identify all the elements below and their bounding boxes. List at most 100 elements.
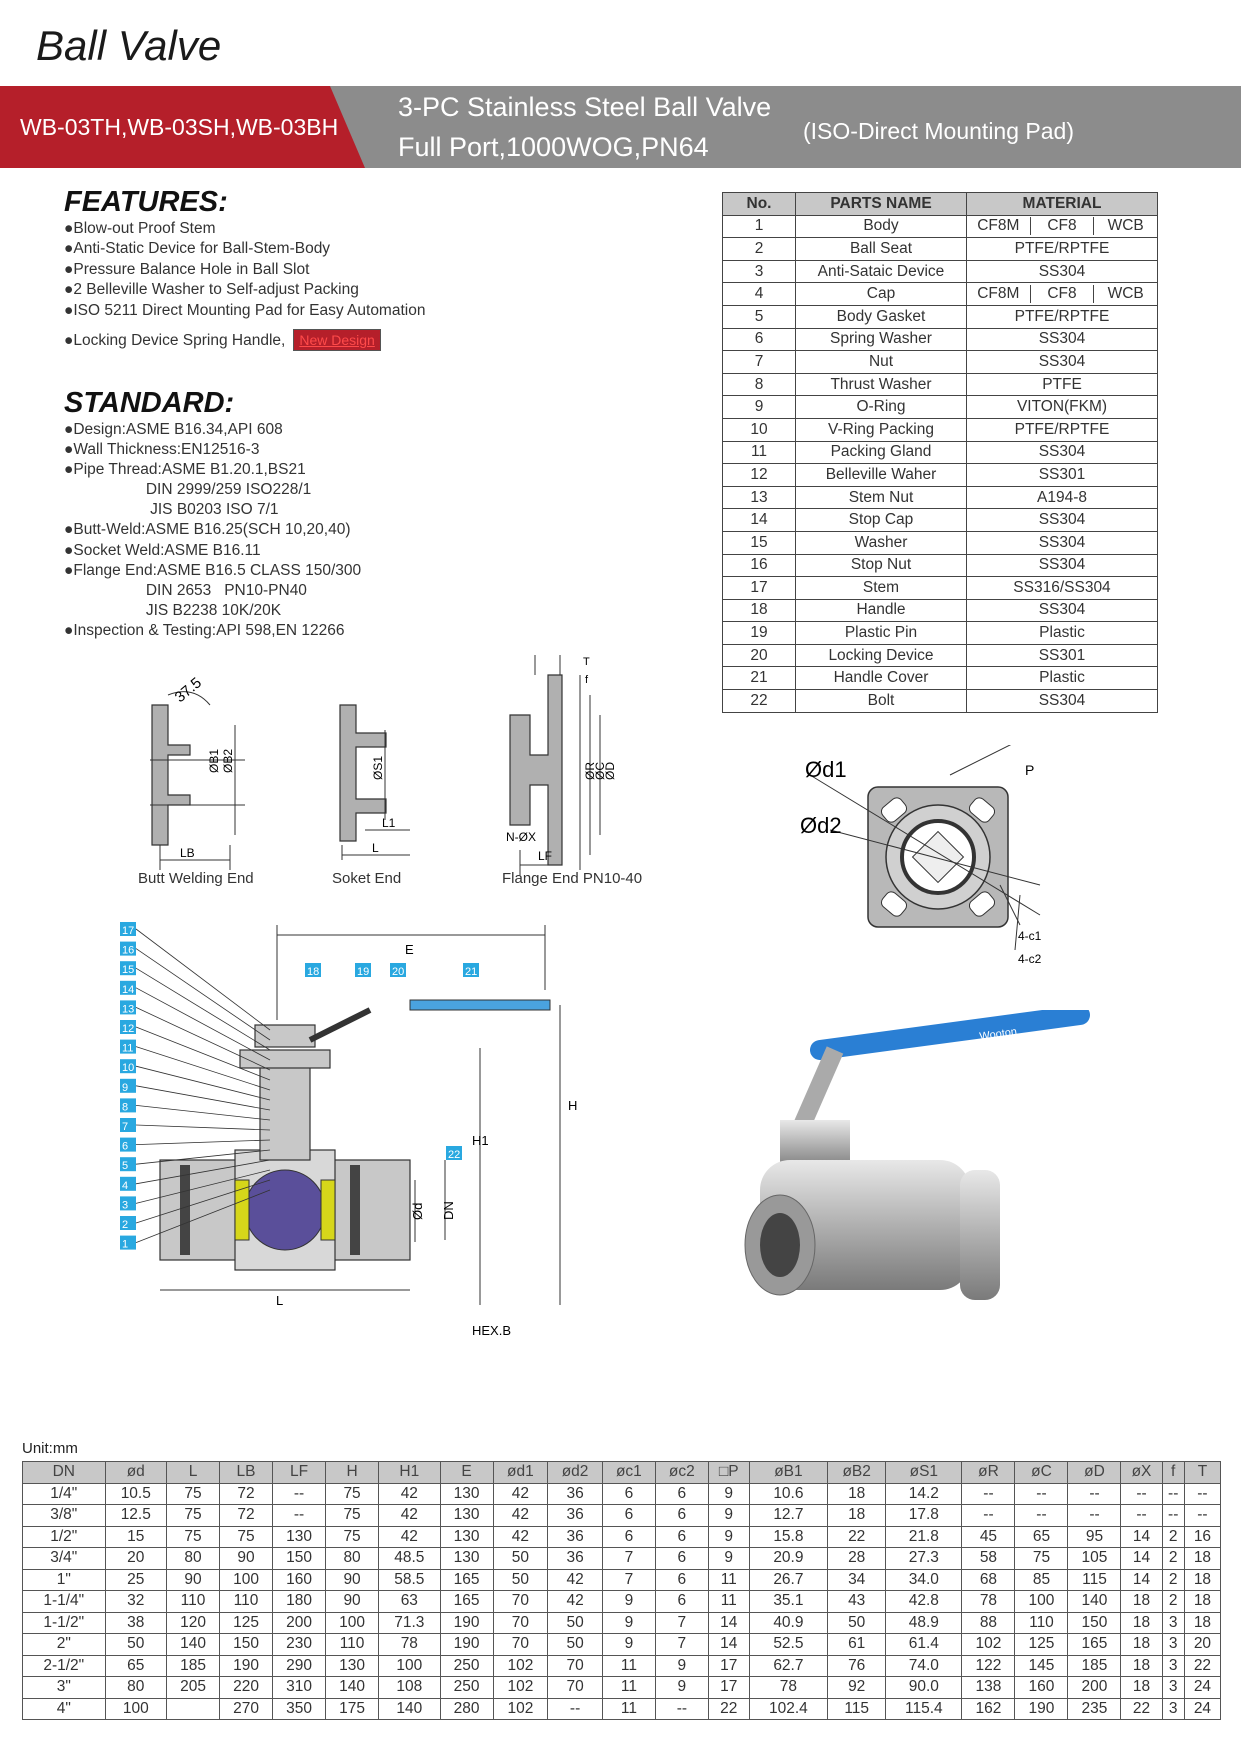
dimension-cell: 200 [1067,1676,1122,1699]
dimension-cell: 42 [492,1482,549,1505]
standard-item: ●Socket Weld:ASME B16.11 [64,541,261,559]
dimension-cell: 130 [439,1482,494,1505]
material-value: PTFE/RPTFE [1014,307,1110,325]
dimension-cell: 1-1/4" [22,1590,106,1613]
d1-label: Ød1 [805,757,847,782]
standard-item: ●Butt-Weld:ASME B16.25(SCH 10,20,40) [64,521,351,539]
standard-item: ●Wall Thickness:EN12516-3 [64,441,260,459]
part-no: 7 [722,350,796,374]
dimension-cell: 165 [1067,1633,1122,1656]
dimension-cell: 42 [378,1482,441,1505]
dimension-cell: 18 [1120,1654,1163,1677]
part-name: Belleville Waher [795,463,967,487]
dimension-cell: 75 [166,1482,221,1505]
part-material: SS304 [966,598,1158,623]
part-name: O-Ring [795,395,967,419]
part-material: Plastic [966,621,1158,645]
parts-header-row: No. PARTS NAME MATERIAL [722,192,1158,216]
dimension-cell: 70 [492,1590,549,1613]
product-note: (ISO-Direct Mounting Pad) [803,118,1074,144]
callout-box [120,961,136,976]
callout-number: 21 [465,966,477,978]
dimension-cell: 36 [547,1482,603,1505]
dimension-cell: 43 [827,1590,887,1613]
dimension-cell: 100 [104,1697,168,1720]
product-photo: Wooton [744,1010,1090,1300]
dimension-cell: 140 [1067,1590,1122,1613]
dimension-cell: 58 [961,1547,1016,1570]
callout-number: 6 [122,1141,128,1153]
dimension-cell: 9 [601,1633,656,1656]
callout-number: 11 [122,1043,133,1055]
dimension-cell: 42 [547,1590,603,1613]
part-material: PTFE/RPTFE [966,304,1158,329]
angle-label: 37.5 [172,674,205,706]
dimension-cell: 45 [961,1525,1016,1548]
dimension-cell: -- [1183,1504,1222,1527]
dimension-cell: 36 [547,1504,603,1527]
material-value: SS301 [1038,646,1086,664]
dimension-cell: 1/4" [22,1482,106,1505]
callout-box [120,1098,136,1113]
callout-box [120,1235,136,1250]
dimension-cell: -- [961,1482,1016,1505]
dimension-cell: 65 [1014,1525,1069,1548]
nx-label: N-ØX [506,830,536,844]
dimension-cell: 122 [961,1654,1016,1677]
feature-item: ●Blow-out Proof Stem [64,220,216,237]
material-value: Plastic [1039,669,1085,687]
callout-box [120,1000,136,1015]
dimension-header: LB [219,1461,274,1484]
callout-leader [135,1065,271,1101]
callout-number: 9 [122,1082,128,1094]
dimension-cell: 14.2 [885,1482,963,1505]
flange-body [509,674,563,866]
dimension-cell: 80 [166,1547,221,1570]
e-dim-label: E [405,942,414,957]
dimension-cell: 14 [707,1633,750,1656]
callout-leader [135,1149,271,1165]
dimension-cell: 62.7 [748,1654,829,1677]
dimension-cell: 110 [219,1590,274,1613]
c2-label: 4-c2 [1018,952,1042,966]
dimension-cell: 2 [1161,1590,1185,1613]
dimension-cell: 180 [272,1590,327,1613]
dimension-cell: 9 [707,1525,750,1548]
dimension-cell: 102 [492,1654,549,1677]
part-no: 21 [722,666,796,691]
dimension-cell: 18 [1183,1547,1222,1570]
callout-leader [135,1105,271,1121]
dn-dim-label: DN [441,1201,456,1220]
part-material: VITON(FKM) [966,395,1158,419]
t-label: T [583,656,590,668]
dimension-cell: 61 [827,1633,887,1656]
dimension-cell: 150 [1067,1611,1122,1634]
part-no: 2 [722,237,796,261]
unit-label: Unit:mm [22,1440,78,1457]
dimension-cell: 18 [1183,1611,1222,1634]
material-value: SS304 [1038,533,1086,551]
dimension-cell: 130 [439,1504,494,1527]
callout-number: 14 [122,984,134,996]
dimension-cell: 90 [219,1547,274,1570]
dimension-cell: 250 [439,1654,494,1677]
part-no: 13 [722,485,796,510]
dimension-cell: 78 [748,1676,829,1699]
dimension-cell: -- [1161,1482,1185,1505]
dimension-cell: 20 [1183,1633,1222,1656]
part-no: 14 [722,508,796,532]
dimension-cell: 61.4 [885,1633,963,1656]
f-label: f [585,674,589,686]
dimension-cell: 100 [1014,1590,1069,1613]
part-name: Bolt [795,689,967,713]
dimension-cell: 190 [1014,1697,1069,1720]
part-no: 10 [722,417,796,442]
dimension-header: H1 [378,1461,441,1484]
dimension-cell: 115 [827,1697,887,1720]
dimension-cell: 65 [104,1654,168,1677]
